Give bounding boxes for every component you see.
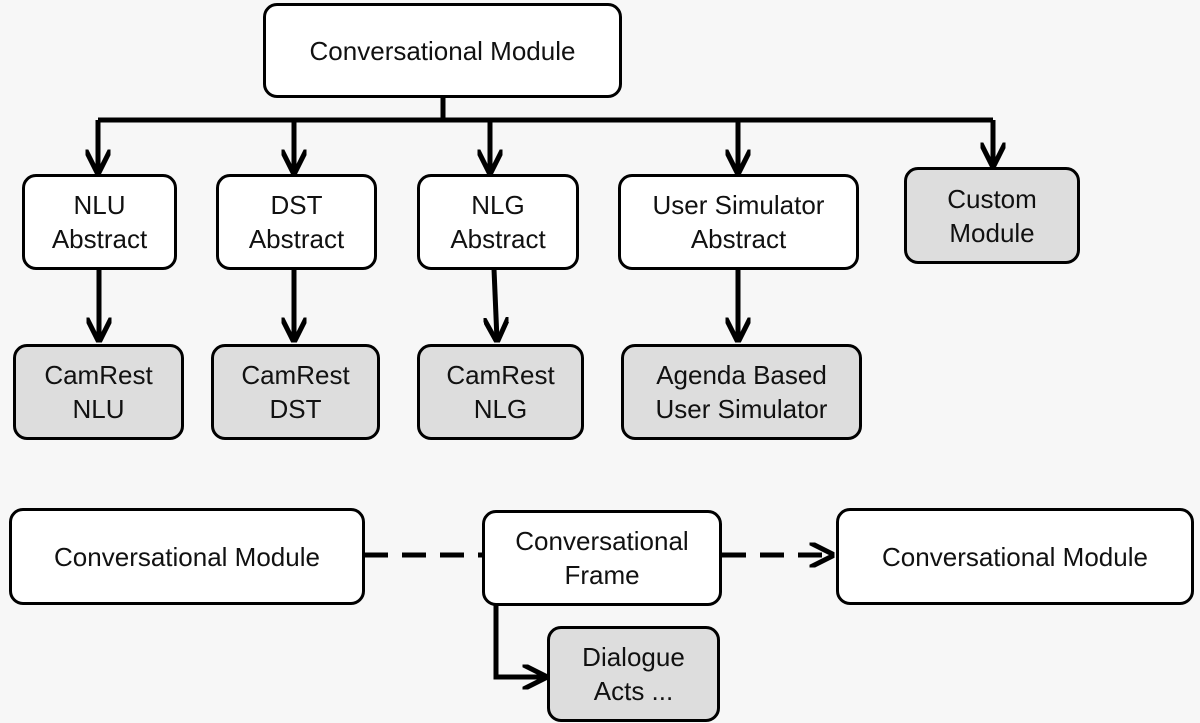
edge-frame-acts [493, 604, 545, 677]
right-conversational-module: Conversational Module [836, 508, 1194, 605]
dst-abstract-line1: DST [270, 190, 323, 220]
frame-line2: Frame [564, 560, 640, 590]
dst-abstract-line2: Abstract [248, 224, 345, 254]
user-simulator-abstract-line1: User Simulator [652, 190, 825, 220]
custom-module-node: Custom Module [904, 167, 1080, 264]
nlu-abstract-node: NLU Abstract [22, 174, 177, 270]
acts-line1: Dialogue [582, 642, 685, 672]
edge-nlg-impl [494, 268, 497, 340]
left-module-label: Conversational Module [54, 541, 320, 572]
camrest-nlu-line2: NLU [72, 394, 125, 424]
custom-module-line2: Module [949, 217, 1035, 248]
nlg-abstract-node: NLG Abstract [417, 174, 579, 270]
left-conversational-module: Conversational Module [9, 508, 365, 605]
acts-line2: Acts ... [593, 676, 674, 706]
frame-line1: Conversational [515, 526, 689, 556]
root-conversational-module: Conversational Module [263, 3, 622, 98]
nlg-abstract-line2: Abstract [450, 224, 546, 254]
dst-abstract-node: DST Abstract [216, 174, 377, 270]
agenda-based-line2: User Simulator [655, 394, 828, 424]
agenda-based-line1: Agenda Based [656, 360, 827, 390]
custom-module-line1: Custom [947, 183, 1037, 214]
nlg-abstract-line1: NLG [471, 190, 525, 220]
root-label: Conversational Module [309, 35, 576, 66]
camrest-dst-node: CamRest DST [211, 344, 380, 440]
camrest-nlu-line1: CamRest [44, 360, 153, 390]
agenda-based-user-simulator-node: Agenda Based User Simulator [621, 344, 862, 440]
camrest-nlg-node: CamRest NLG [417, 344, 584, 440]
camrest-dst-line2: DST [269, 394, 322, 424]
camrest-nlg-line1: CamRest [446, 360, 555, 390]
camrest-nlg-line2: NLG [473, 394, 528, 424]
dialogue-acts-node: Dialogue Acts ... [547, 626, 720, 722]
user-simulator-abstract-line2: Abstract [690, 224, 787, 254]
camrest-dst-line1: CamRest [241, 360, 350, 390]
nlu-abstract-line2: Abstract [51, 224, 148, 254]
camrest-nlu-node: CamRest NLU [13, 344, 184, 440]
nlu-abstract-line1: NLU [73, 190, 126, 220]
right-module-label: Conversational Module [882, 541, 1148, 572]
conversational-frame-node: Conversational Frame [482, 510, 722, 606]
user-simulator-abstract-node: User Simulator Abstract [618, 174, 859, 270]
